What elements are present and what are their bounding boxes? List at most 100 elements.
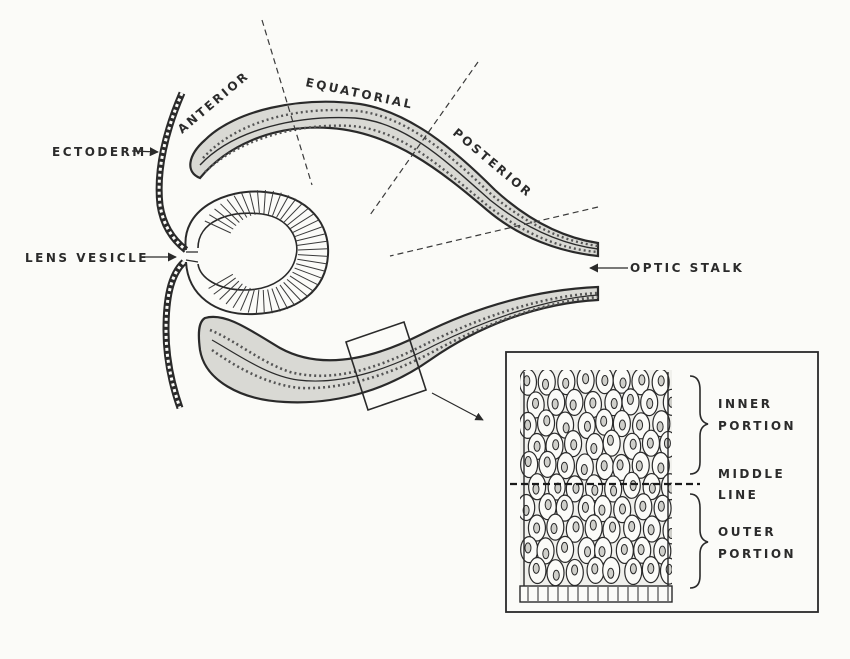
cell-nucleus (607, 567, 615, 579)
lens-fiber (283, 282, 303, 302)
region-dividers (261, 19, 599, 257)
cell-nucleus (616, 459, 624, 471)
cell-nucleus (532, 562, 540, 574)
lens-fiber (290, 213, 315, 230)
lens-fiber (241, 192, 252, 217)
optic-cup-upper-limb (189, 100, 600, 258)
label-inner-line2: PORTION (718, 419, 796, 433)
cell-nucleus (524, 542, 532, 554)
cell-nucleus (628, 521, 636, 533)
cell-nucleus (572, 521, 580, 533)
outer-portion-brace (689, 493, 709, 589)
cell-nucleus (580, 464, 588, 476)
lens-fiber (276, 195, 290, 218)
cell-nucleus (589, 397, 597, 409)
lens-fiber (214, 208, 237, 226)
cell-nucleus (606, 434, 614, 446)
lens-fiber (294, 226, 323, 238)
cell-nucleus (550, 523, 558, 535)
cell-nucleus (523, 375, 531, 387)
cell-nucleus (629, 563, 637, 575)
cell-nucleus (647, 524, 655, 536)
cell-nucleus (552, 439, 560, 451)
lens-fiber (297, 248, 328, 251)
lens-fiber (297, 240, 328, 246)
cell-nucleus (552, 569, 560, 581)
cell-nucleus (638, 374, 646, 386)
label-outer-line1: OUTER (718, 525, 776, 539)
cell-nucleus (561, 541, 569, 553)
label-middle-line2: LINE (718, 488, 758, 502)
lens-fiber (255, 289, 260, 314)
cell-nucleus (637, 544, 645, 556)
lens-fiber (225, 283, 243, 305)
lens-fiber (272, 192, 282, 216)
lens-fiber (233, 195, 248, 218)
cell-nucleus (583, 420, 591, 432)
inset-magnified-view: INNER PORTION MIDDLE LINE OUTER PORTION (505, 351, 819, 613)
ectoderm-layer (155, 91, 189, 410)
cell-nucleus (629, 438, 637, 450)
cell-nucleus (646, 398, 654, 410)
cell-nucleus (524, 456, 532, 468)
cell-nucleus (560, 499, 568, 511)
cell-nucleus (560, 461, 568, 473)
cell-nucleus (635, 460, 643, 472)
lens-vesicle (184, 190, 330, 316)
lens-fiber (286, 278, 309, 297)
lens-fiber (280, 198, 297, 220)
label-inner-line1: INNER (718, 397, 773, 411)
lens-fiber (219, 280, 240, 300)
lens-fiber (226, 199, 244, 221)
lens-fiber (287, 207, 309, 226)
inner-portion-brace (689, 375, 709, 475)
lens-fiber (267, 289, 273, 314)
cell-nucleus (656, 421, 664, 433)
cell-nucleus (646, 437, 654, 449)
cell-nucleus (582, 373, 590, 385)
cell-nucleus (562, 422, 570, 434)
cell-nucleus (626, 393, 634, 405)
cell-nucleus (544, 499, 552, 511)
cell-nucleus (647, 562, 655, 574)
cell-nucleus (600, 460, 608, 472)
label-optic-stalk: OPTIC STALK (630, 261, 744, 275)
label-arrows (131, 147, 628, 273)
optic-cup-lower-limb (197, 285, 600, 404)
lens-fiber (289, 275, 314, 292)
lens-fiber (232, 285, 247, 308)
cell-nucleus (610, 398, 618, 410)
lens-fiber (263, 190, 266, 215)
lens-fiber (248, 191, 256, 215)
lens-fiber (262, 289, 265, 314)
cell-nucleus (620, 543, 628, 555)
lens-fiber (267, 190, 274, 215)
cell-nucleus (581, 501, 589, 513)
cell-nucleus (570, 439, 578, 451)
lens-fiber (220, 203, 240, 223)
cell-nucleus (571, 564, 579, 576)
lens-fiber (283, 202, 303, 223)
cell-nucleus (532, 397, 540, 409)
lens-fiber (240, 287, 251, 311)
lens-fiber (256, 190, 260, 215)
cell-nucleus (629, 480, 637, 492)
cell-nucleus (639, 500, 647, 512)
cell-nucleus (591, 484, 599, 496)
lens-fiber (275, 286, 289, 310)
cell-nucleus (648, 482, 656, 494)
lens-fiber (297, 258, 327, 265)
lens-fiber (204, 220, 232, 234)
cell-nucleus (619, 503, 627, 515)
cell-nucleus (572, 482, 580, 494)
cell-nucleus (657, 500, 665, 512)
cell-nucleus (598, 504, 606, 516)
cell-nucleus (569, 399, 577, 411)
cell-nucleus (584, 546, 592, 558)
magnified-area-box (344, 320, 484, 421)
lens-fiber (294, 267, 322, 279)
cell-nucleus (609, 521, 617, 533)
inset-cells (520, 370, 672, 592)
cell-nucleus (665, 563, 672, 575)
cell-nucleus (657, 375, 665, 387)
